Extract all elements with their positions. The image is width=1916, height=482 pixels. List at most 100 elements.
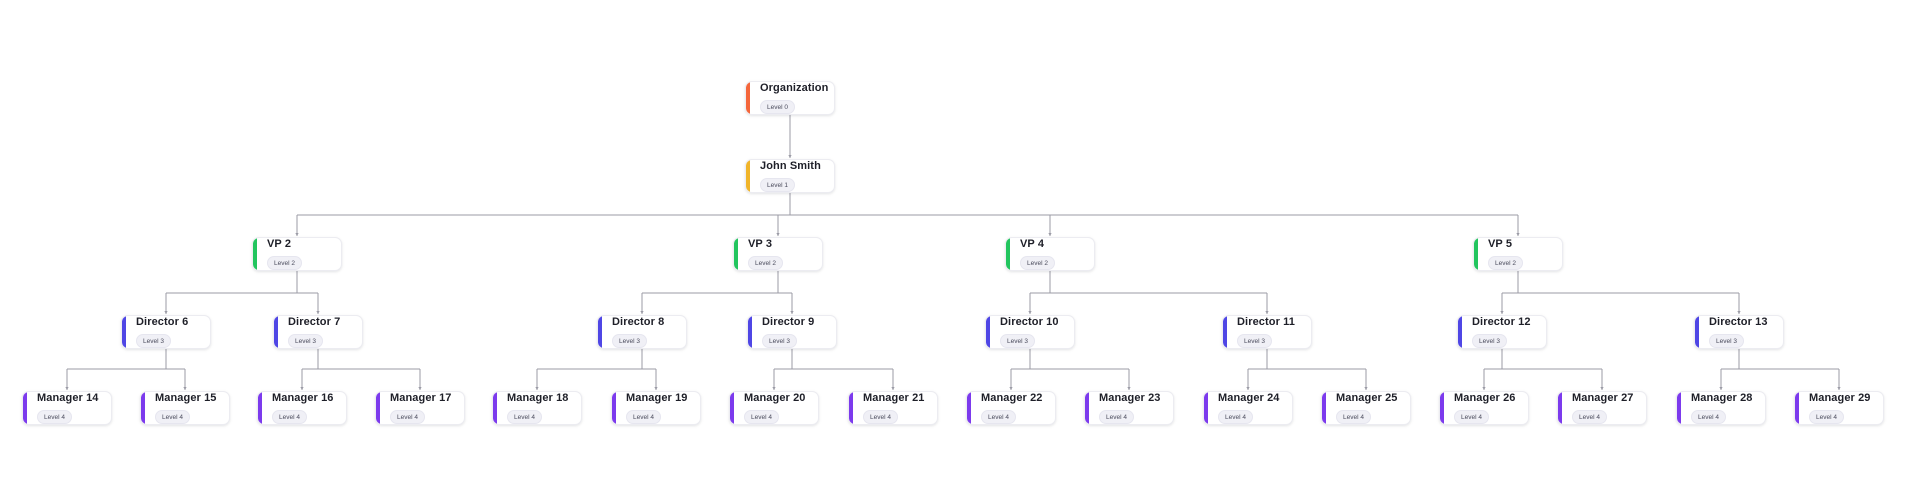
level-badge: Level 4: [1336, 410, 1371, 424]
level-accent-bar: [253, 238, 257, 270]
level-badge: Level 4: [981, 410, 1016, 424]
level-badge: Level 3: [136, 334, 171, 348]
node-title: Director 12: [1472, 316, 1531, 328]
node-title: Director 9: [762, 316, 815, 328]
level-badge: Level 1: [760, 178, 795, 192]
org-node-manager-26[interactable]: Manager 26 Level 4: [1439, 391, 1529, 425]
org-node-director-13[interactable]: Director 13 Level 3: [1694, 315, 1784, 349]
node-title: Manager 26: [1454, 392, 1516, 404]
org-node-manager-24[interactable]: Manager 24 Level 4: [1203, 391, 1293, 425]
level-accent-bar: [376, 392, 380, 424]
node-title: Director 13: [1709, 316, 1768, 328]
node-title: VP 3: [748, 238, 773, 250]
node-title: Manager 25: [1336, 392, 1398, 404]
node-title: Manager 23: [1099, 392, 1161, 404]
level-badge: Level 2: [1020, 256, 1055, 270]
org-node-manager-25[interactable]: Manager 25 Level 4: [1321, 391, 1411, 425]
level-accent-bar: [122, 316, 126, 348]
level-badge: Level 3: [762, 334, 797, 348]
org-node-vp-5[interactable]: VP 5 Level 2: [1473, 237, 1563, 271]
level-accent-bar: [1558, 392, 1562, 424]
level-accent-bar: [598, 316, 602, 348]
level-accent-bar: [493, 392, 497, 424]
level-accent-bar: [1322, 392, 1326, 424]
level-accent-bar: [730, 392, 734, 424]
org-node-director-12[interactable]: Director 12 Level 3: [1457, 315, 1547, 349]
node-title: Manager 15: [155, 392, 217, 404]
node-title: Organization: [760, 82, 829, 94]
level-badge: Level 4: [1099, 410, 1134, 424]
node-title: Manager 18: [507, 392, 569, 404]
level-badge: Level 4: [37, 410, 72, 424]
node-title: Director 7: [288, 316, 341, 328]
node-title: Manager 22: [981, 392, 1043, 404]
org-node-manager-28[interactable]: Manager 28 Level 4: [1676, 391, 1766, 425]
node-title: Director 11: [1237, 316, 1295, 328]
node-title: Manager 20: [744, 392, 806, 404]
level-badge: Level 4: [1691, 410, 1726, 424]
node-title: Director 6: [136, 316, 189, 328]
level-accent-bar: [1695, 316, 1699, 348]
org-node-vp-4[interactable]: VP 4 Level 2: [1005, 237, 1095, 271]
level-badge: Level 3: [1472, 334, 1507, 348]
level-accent-bar: [258, 392, 262, 424]
org-node-manager-22[interactable]: Manager 22 Level 4: [966, 391, 1056, 425]
org-node-manager-21[interactable]: Manager 21 Level 4: [848, 391, 938, 425]
level-badge: Level 4: [155, 410, 190, 424]
node-title: Director 8: [612, 316, 665, 328]
org-node-director-8[interactable]: Director 8 Level 3: [597, 315, 687, 349]
node-title: Manager 21: [863, 392, 925, 404]
level-badge: Level 3: [612, 334, 647, 348]
node-title: Director 10: [1000, 316, 1059, 328]
level-badge: Level 4: [626, 410, 661, 424]
level-accent-bar: [612, 392, 616, 424]
level-accent-bar: [1204, 392, 1208, 424]
node-title: Manager 19: [626, 392, 688, 404]
node-title: John Smith: [760, 160, 821, 172]
level-accent-bar: [746, 160, 750, 192]
level-badge: Level 3: [1709, 334, 1744, 348]
level-accent-bar: [1006, 238, 1010, 270]
level-badge: Level 4: [1218, 410, 1253, 424]
level-badge: Level 4: [1454, 410, 1489, 424]
level-accent-bar: [274, 316, 278, 348]
level-accent-bar: [141, 392, 145, 424]
org-node-manager-23[interactable]: Manager 23 Level 4: [1084, 391, 1174, 425]
level-badge: Level 2: [748, 256, 783, 270]
node-title: Manager 24: [1218, 392, 1280, 404]
node-title: VP 2: [267, 238, 292, 250]
org-node-director-6[interactable]: Director 6 Level 3: [121, 315, 211, 349]
node-title: Manager 28: [1691, 392, 1753, 404]
level-accent-bar: [1085, 392, 1089, 424]
level-accent-bar: [1223, 316, 1227, 348]
org-node-manager-14[interactable]: Manager 14 Level 4: [22, 391, 112, 425]
level-accent-bar: [746, 82, 750, 114]
level-accent-bar: [849, 392, 853, 424]
level-accent-bar: [1795, 392, 1799, 424]
level-accent-bar: [748, 316, 752, 348]
node-title: VP 5: [1488, 238, 1513, 250]
level-accent-bar: [1474, 238, 1478, 270]
node-title: Manager 14: [37, 392, 99, 404]
org-node-manager-19[interactable]: Manager 19 Level 4: [611, 391, 701, 425]
level-badge: Level 2: [1488, 256, 1523, 270]
level-badge: Level 4: [863, 410, 898, 424]
node-title: VP 4: [1020, 238, 1045, 250]
org-node-director-9[interactable]: Director 9 Level 3: [747, 315, 837, 349]
org-node-vp-3[interactable]: VP 3 Level 2: [733, 237, 823, 271]
org-node-manager-15[interactable]: Manager 15 Level 4: [140, 391, 230, 425]
level-accent-bar: [734, 238, 738, 270]
level-badge: Level 0: [760, 100, 795, 114]
